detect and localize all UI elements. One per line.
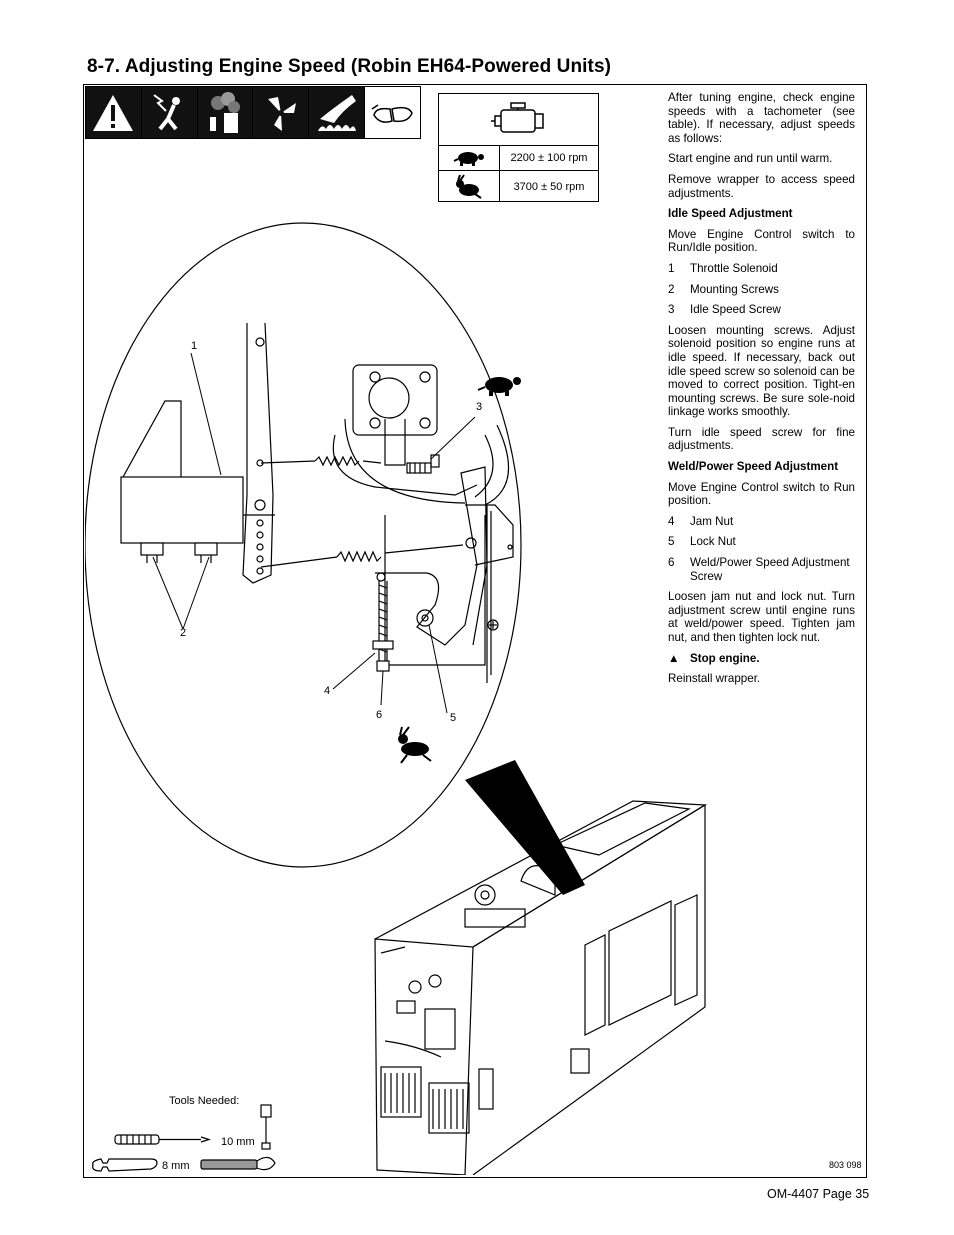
detail-pointer bbox=[465, 760, 585, 895]
item-number: 6 bbox=[668, 556, 675, 570]
callout-2: 2 bbox=[180, 627, 187, 639]
item-number: 4 bbox=[668, 514, 675, 528]
welder-generator-unit bbox=[374, 800, 707, 1175]
electric-shock-icon bbox=[141, 87, 198, 138]
start-engine-step: Start engine and run until warm. bbox=[668, 152, 833, 166]
weld-loosen-step: Loosen jam nut and lock nut. Turn adjust… bbox=[668, 590, 855, 644]
instructions-column: After tuning engine, check engine speeds… bbox=[668, 91, 855, 693]
item-label: Lock Nut bbox=[690, 535, 736, 549]
warning-triangle-icon bbox=[86, 87, 142, 138]
reinstall-step: Reinstall wrapper. bbox=[668, 672, 761, 686]
safety-glasses-icon bbox=[365, 87, 420, 138]
engine-speed-table: 2200 ± 100 rpm 3700 ± 50 rpm bbox=[438, 93, 599, 202]
idle-turn-step: Turn idle speed screw for fine adjustmen… bbox=[668, 425, 855, 453]
tools-needed-label: Tools Needed: bbox=[169, 1095, 240, 1107]
safety-icon-strip bbox=[85, 86, 421, 139]
idle-loosen-step: Loosen mounting screws. Adjust solenoid … bbox=[668, 323, 855, 419]
list-item: 4 Jam Nut bbox=[668, 515, 855, 529]
list-item: 1 Throttle Solenoid bbox=[668, 262, 855, 276]
callout-3: 3 bbox=[476, 401, 483, 413]
fumes-hazard-icon bbox=[197, 87, 254, 138]
detail-view-ellipse bbox=[85, 222, 522, 868]
run-speed-row: 3700 ± 50 rpm bbox=[439, 171, 598, 202]
item-label: Jam Nut bbox=[690, 514, 734, 528]
wrench-size-label: 8 mm bbox=[162, 1160, 190, 1172]
run-speed-value: 3700 ± 50 rpm bbox=[513, 180, 585, 193]
weld-move-switch-step: Move Engine Control switch to Run positi… bbox=[668, 480, 855, 508]
callout-1: 1 bbox=[191, 340, 198, 352]
moving-parts-icon bbox=[253, 87, 310, 138]
idle-speed-value: 2200 ± 100 rpm bbox=[510, 152, 588, 164]
item-number: 2 bbox=[668, 282, 675, 296]
content-frame bbox=[83, 84, 867, 1178]
item-label: Throttle Solenoid bbox=[690, 261, 778, 275]
governor-spring bbox=[260, 455, 464, 568]
item-number: 5 bbox=[668, 535, 675, 549]
hot-surface-icon bbox=[309, 87, 366, 138]
remove-wrapper-step: Remove wrapper to access speed adjustmen… bbox=[668, 172, 855, 200]
idle-speed-heading: Idle Speed Adjustment bbox=[668, 207, 793, 221]
item-label: Weld/Power Speed Adjustment Screw bbox=[690, 556, 850, 583]
idle-speed-screw bbox=[406, 454, 440, 474]
list-item: 2 Mounting Screws bbox=[668, 283, 855, 297]
list-item: 6 Weld/Power Speed Adjustment Screw bbox=[668, 556, 855, 583]
speed-adjustment-diagram bbox=[85, 222, 707, 1175]
list-item: 5 Lock Nut bbox=[668, 535, 855, 549]
engine-icon bbox=[439, 94, 598, 146]
screwdriver-icon bbox=[114, 1134, 212, 1145]
list-item: 3 Idle Speed Screw bbox=[668, 303, 855, 317]
warning-triangle-icon: ▲ bbox=[668, 651, 680, 665]
throttle-lever bbox=[242, 322, 275, 584]
stop-engine-text: Stop engine. bbox=[690, 651, 760, 665]
callout-4: 4 bbox=[324, 685, 331, 697]
turtle-icon bbox=[477, 377, 521, 396]
intro-text: After tuning engine, check engine speeds… bbox=[668, 91, 855, 145]
rabbit-icon bbox=[439, 171, 500, 202]
socket-wrench-icon bbox=[200, 1104, 276, 1171]
weld-speed-adjustment-screw bbox=[372, 581, 394, 672]
idle-speed-row: 2200 ± 100 rpm bbox=[439, 146, 598, 171]
throttle-solenoid bbox=[120, 400, 244, 563]
item-number: 1 bbox=[668, 261, 675, 275]
figure-number: 803 098 bbox=[829, 1160, 862, 1170]
callout-5: 5 bbox=[450, 712, 457, 724]
page-footer: OM-4407 Page 35 bbox=[767, 1187, 870, 1201]
page-title: 8-7. Adjusting Engine Speed (Robin EH64-… bbox=[87, 56, 612, 77]
item-label: Mounting Screws bbox=[690, 282, 779, 296]
idle-move-switch-step: Move Engine Control switch to Run/Idle p… bbox=[668, 227, 855, 255]
item-label: Idle Speed Screw bbox=[690, 303, 781, 317]
carburetor-assembly bbox=[332, 364, 514, 683]
stop-engine-warning: ▲ Stop engine. bbox=[668, 652, 855, 666]
weld-speed-heading: Weld/Power Speed Adjustment bbox=[668, 460, 839, 474]
turtle-icon bbox=[439, 146, 500, 170]
item-number: 3 bbox=[668, 303, 675, 317]
callout-leaders bbox=[152, 352, 476, 714]
socket-size-label: 10 mm bbox=[221, 1136, 255, 1148]
callout-6: 6 bbox=[376, 709, 383, 721]
rabbit-icon bbox=[398, 726, 432, 764]
open-end-wrench-icon bbox=[92, 1158, 158, 1172]
